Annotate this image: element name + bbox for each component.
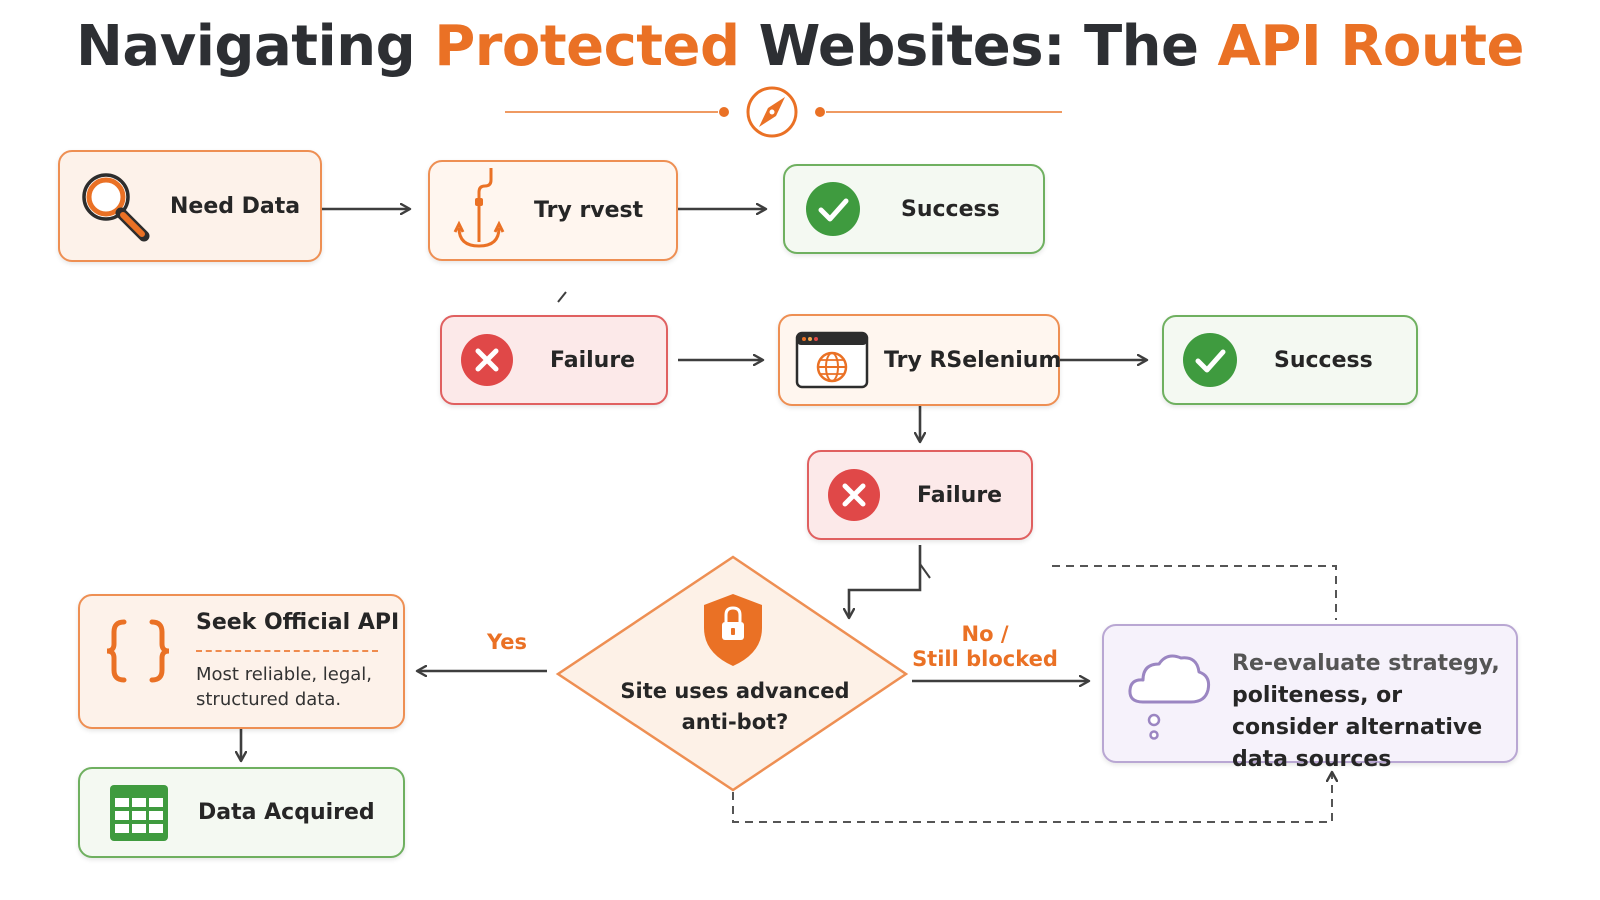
need-data-label: Need Data <box>170 193 301 219</box>
check-icon <box>785 181 881 237</box>
success-2-label: Success <box>1274 347 1373 373</box>
title-part-4: API Route <box>1217 14 1525 79</box>
seek-api-divider <box>196 650 378 652</box>
node-failure-2: Failure <box>807 450 1033 540</box>
try-rselenium-label: Try RSelenium <box>884 347 1062 373</box>
curly-braces-icon <box>102 616 174 686</box>
compass-icon <box>746 86 798 138</box>
title-divider <box>505 107 1062 117</box>
arrow-rvest-tick <box>557 291 567 303</box>
arrow-failure-to-decision <box>849 545 922 618</box>
edge-label-yes: Yes <box>486 630 528 654</box>
reevaluate-text-first: Re-evaluate strategy, <box>1232 651 1500 676</box>
magnifier-icon <box>60 167 170 245</box>
title-part-2: Protected <box>434 14 740 79</box>
failure-1-label: Failure <box>550 347 636 373</box>
browser-globe-icon <box>780 331 884 389</box>
dashed-loop-bottom <box>732 772 1332 823</box>
node-reevaluate: Re-evaluate strategy, politeness, or con… <box>1102 624 1518 772</box>
decision-label: Site uses advanced anti-bot? <box>620 679 850 734</box>
data-acquired-label: Data Acquired <box>198 800 375 825</box>
title-part-3: Websites: The <box>758 14 1199 79</box>
arrow-failure-tick <box>919 563 931 579</box>
reevaluate-text: Re-evaluate strategy, politeness, or con… <box>1232 648 1512 776</box>
node-need-data: Need Data <box>58 150 322 262</box>
node-success-2: Success <box>1162 315 1418 405</box>
x-icon <box>442 333 532 387</box>
thought-cloud-icon <box>1124 644 1214 744</box>
node-seek-official-api: Seek Official API Most reliable, legal, … <box>78 594 405 729</box>
hook-icon <box>430 166 534 256</box>
title-part-1: Navigating <box>76 14 416 79</box>
node-try-rselenium: Try RSelenium <box>778 314 1062 406</box>
x-icon <box>809 468 899 522</box>
dashed-loop-top <box>1052 565 1337 620</box>
node-success-1: Success <box>783 164 1045 254</box>
page-title: Navigating Protected Websites: The API R… <box>0 14 1600 79</box>
edge-label-no: No / Still blocked <box>910 622 1060 672</box>
failure-2-label: Failure <box>917 482 1003 508</box>
node-data-acquired: Data Acquired <box>78 767 405 858</box>
seek-api-description: Most reliable, legal, structured data. <box>196 664 373 710</box>
edge-label-no-line2: Still blocked <box>912 647 1058 671</box>
seek-api-title: Seek Official API <box>196 610 400 635</box>
node-failure-1: Failure <box>440 315 668 405</box>
success-1-label: Success <box>901 196 1000 222</box>
edge-label-no-line1: No / <box>961 622 1009 646</box>
check-icon <box>1164 332 1256 388</box>
lock-shield-icon <box>704 594 762 666</box>
decision-diamond <box>555 555 909 792</box>
spreadsheet-icon <box>80 784 198 842</box>
reevaluate-text-rest: politeness, or consider alternative data… <box>1232 683 1483 772</box>
node-try-rvest: Try rvest <box>428 160 678 261</box>
try-rvest-label: Try rvest <box>534 198 644 223</box>
